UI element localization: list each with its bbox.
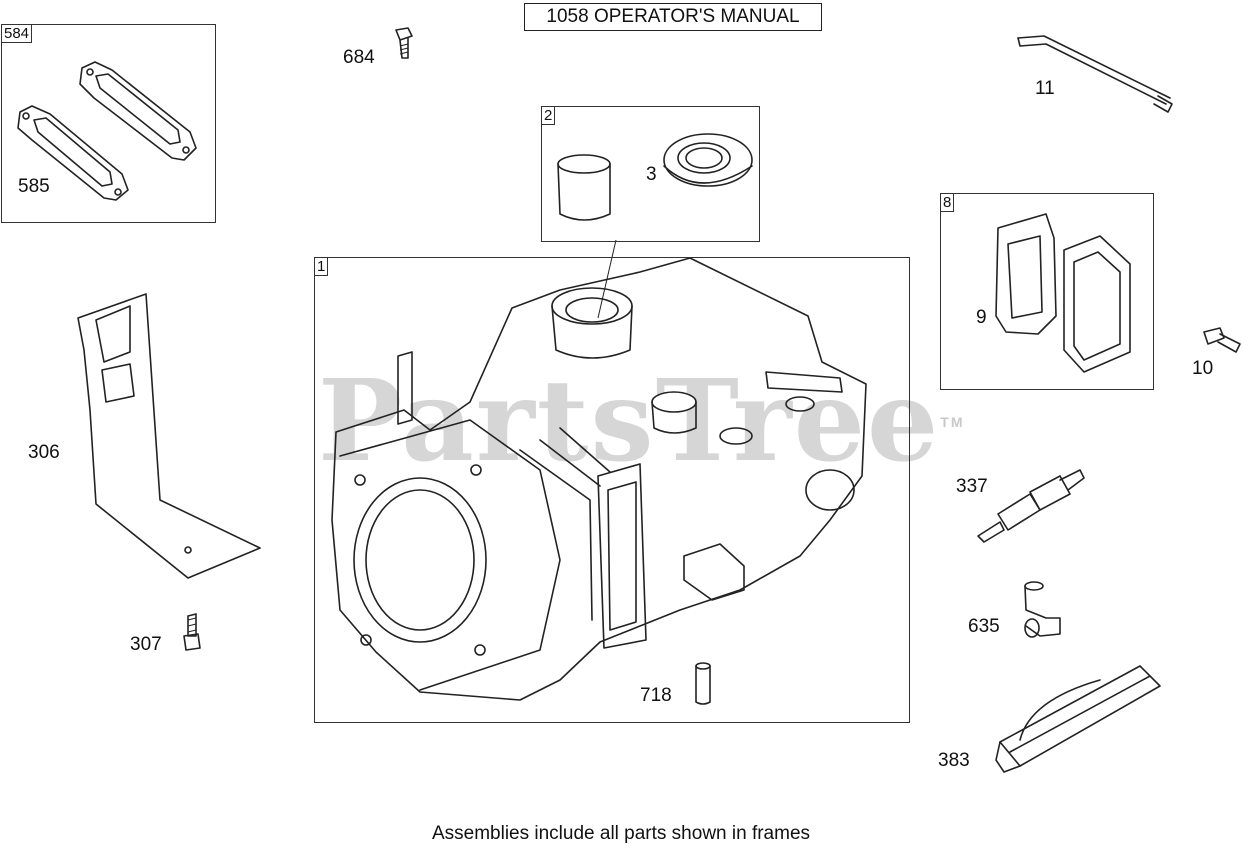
- partstree-watermark: PartsTreeTM: [318, 362, 965, 482]
- part-label-383[interactable]: 383: [938, 750, 970, 771]
- sleeve-2-illustration: [557, 154, 611, 221]
- part-label-3[interactable]: 3: [646, 164, 657, 185]
- leader-line-frame2: [597, 239, 617, 319]
- spark-plug-337-illustration: [977, 469, 1085, 543]
- frame-tag-2: 2: [541, 106, 556, 125]
- part-label-11[interactable]: 11: [1035, 78, 1055, 99]
- frame-8: 8: [940, 193, 1154, 390]
- dipstick-tube-11-illustration: [1017, 35, 1173, 113]
- tool-383-illustration: [995, 665, 1161, 773]
- part-label-307[interactable]: 307: [130, 634, 162, 655]
- assemblies-caption: Assemblies include all parts shown in fr…: [431, 823, 811, 844]
- oil-seal-3-illustration: [663, 133, 753, 187]
- part-label-10[interactable]: 10: [1192, 358, 1214, 379]
- frame-tag-584: 584: [1, 24, 33, 43]
- watermark-tm: TM: [940, 414, 965, 430]
- elbow-fitting-635-illustration: [1024, 581, 1061, 638]
- part-label-585[interactable]: 585: [18, 176, 50, 197]
- part-label-635[interactable]: 635: [968, 616, 1000, 637]
- frame-tag-1: 1: [314, 257, 329, 276]
- frame-584: 584: [1, 24, 216, 223]
- part-label-718[interactable]: 718: [640, 685, 672, 706]
- part-label-306[interactable]: 306: [28, 442, 60, 463]
- manual-title: 1058 OPERATOR'S MANUAL: [524, 3, 822, 31]
- frame-tag-8: 8: [940, 193, 955, 212]
- cylinder-block-1-illustration: [331, 257, 867, 701]
- breather-cover-illustration: [1063, 235, 1131, 373]
- gasket-585-illustration: [17, 61, 197, 201]
- frame-2: 2: [541, 106, 760, 242]
- watermark-text: PartsTree: [318, 356, 941, 487]
- part-label-9[interactable]: 9: [976, 307, 987, 328]
- heat-shield-306-illustration: [77, 293, 261, 579]
- breather-gasket-9-illustration: [995, 213, 1057, 335]
- screw-10-illustration: [1203, 327, 1241, 353]
- part-label-337[interactable]: 337: [956, 476, 988, 497]
- bolt-684-illustration: [395, 27, 413, 59]
- bolt-307-illustration: [183, 613, 201, 651]
- frame-1: 1: [314, 257, 910, 723]
- part-label-684[interactable]: 684: [343, 47, 375, 68]
- dowel-pin-718-illustration: [695, 662, 711, 705]
